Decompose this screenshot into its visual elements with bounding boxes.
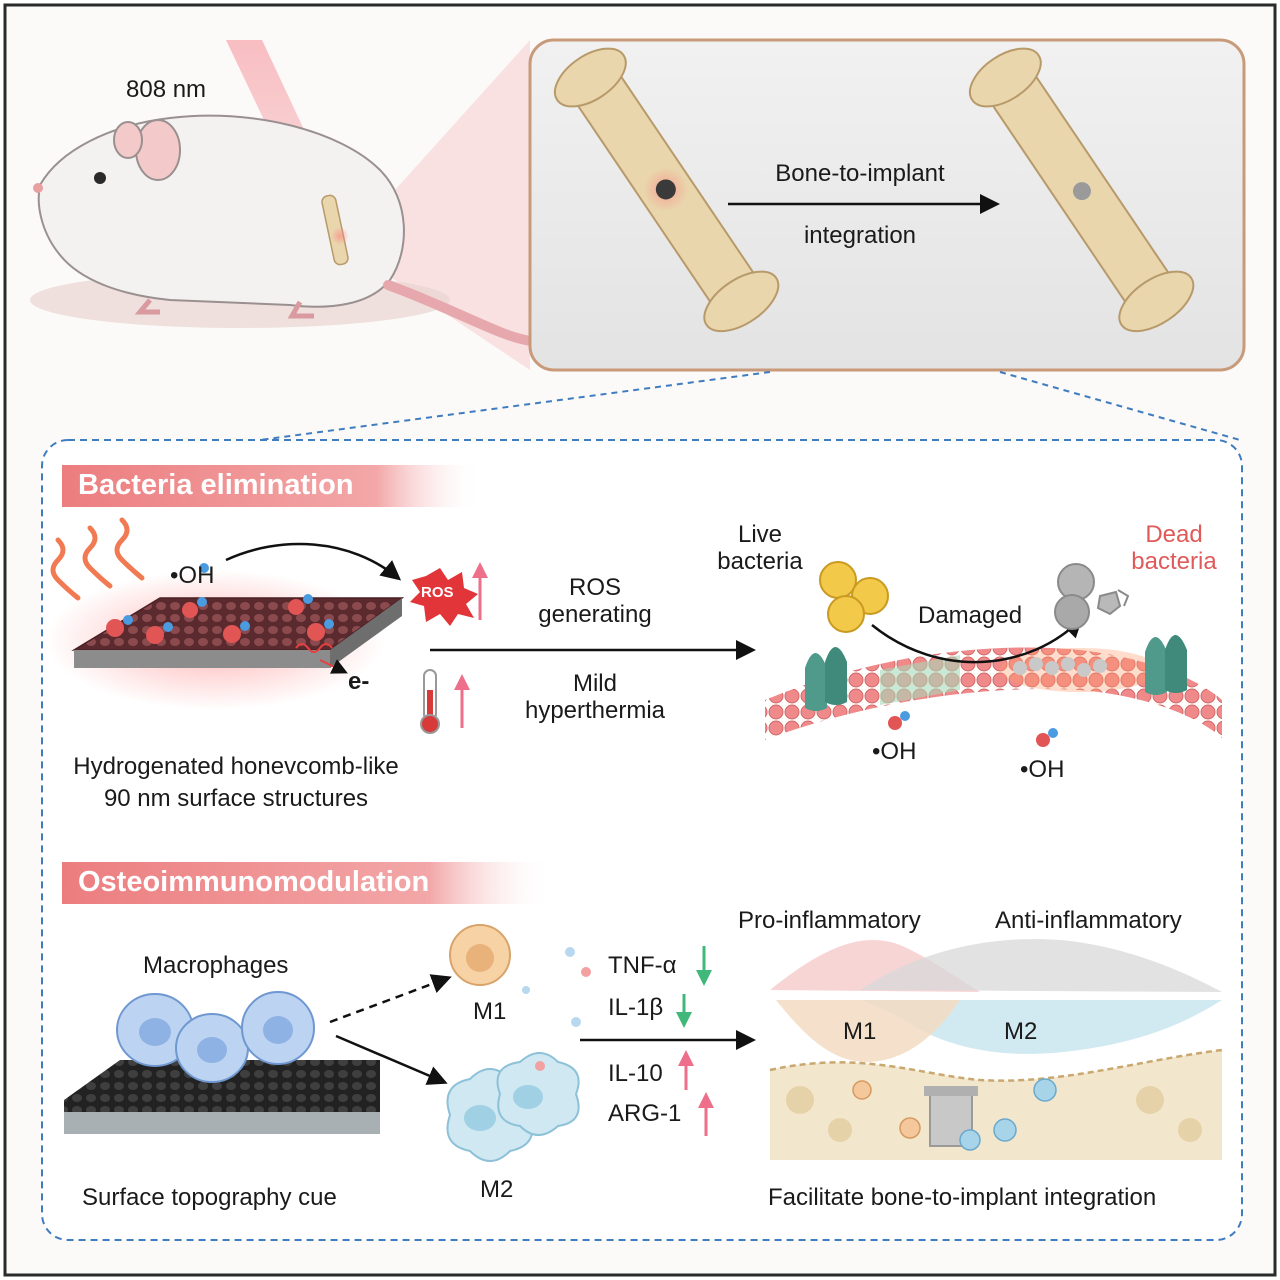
cytokine-il1b: IL-1β — [608, 994, 664, 1021]
m1-macrophage — [449, 924, 591, 1027]
dead-bacteria-line1: Dead — [1145, 521, 1203, 548]
oh-to-ros-arrow — [225, 542, 402, 581]
ros-up-arrow — [472, 562, 488, 620]
dead-bacteria-cluster — [1054, 563, 1130, 630]
ros-badge-label: ROS — [421, 584, 454, 601]
membrane-oh-label-2: •OH — [1020, 756, 1065, 783]
m2-macrophage — [446, 1052, 580, 1162]
m1-label: M1 — [473, 998, 507, 1025]
surface-caption-line2: 90 nm surface structures — [103, 785, 369, 812]
pro-inflammatory-label: Pro-inflammatory — [738, 907, 921, 934]
nir-wave-arrows — [50, 517, 145, 601]
ros-burst — [410, 568, 478, 626]
cytokine-arg1: ARG-1 — [608, 1100, 682, 1127]
live-bacteria-cluster — [819, 561, 889, 633]
macrophages-label: Macrophages — [143, 952, 289, 979]
hydrogenated-surface — [45, 570, 405, 710]
thermometer-icon — [420, 669, 440, 734]
damaged-arrow — [871, 617, 1083, 664]
live-bacteria-line2: bacteria — [717, 548, 803, 575]
tnf-down-arrow — [696, 946, 712, 986]
bacteria-banner-bg — [62, 465, 482, 507]
oh-molecule — [199, 563, 209, 573]
mild-hyperthermia-line2: hyperthermia — [524, 697, 666, 724]
osteoimmunomodulation-banner: Osteoimmunomodulation — [78, 866, 430, 898]
mild-hyperthermia-line1: Mild — [572, 670, 617, 697]
heat-up-arrow — [454, 674, 470, 728]
bacterial-membrane — [765, 635, 1222, 747]
laser-wavelength-label: 808 nm — [126, 76, 207, 103]
m2-arrow — [335, 1034, 448, 1085]
m2-label: M2 — [480, 1176, 514, 1203]
anti-inflammatory-label: Anti-inflammatory — [995, 907, 1182, 934]
osteo-banner-bg — [62, 862, 552, 904]
bacteria-elimination-banner: Bacteria elimination — [78, 469, 354, 501]
dead-bacteria-line2: bacteria — [1131, 548, 1217, 575]
graph-m2-label: M2 — [1004, 1018, 1038, 1045]
final-caption: Facilitate bone-to-implant integration — [768, 1184, 1157, 1211]
macrophage-surface — [64, 991, 380, 1134]
magnification-cone — [350, 40, 530, 370]
bone-integrated — [968, 47, 1195, 333]
surface-caption-line1: Hydrogenated honevcomb-like — [73, 753, 399, 780]
bone-with-defect — [553, 47, 780, 333]
oh-radical-label: •OH — [170, 562, 215, 589]
live-bacteria-line1: Live — [737, 521, 783, 548]
cytokine-il10: IL-10 — [608, 1060, 663, 1087]
inflammation-curves — [770, 939, 1222, 1063]
damaged-label: Damaged — [918, 602, 1023, 629]
il1b-down-arrow — [676, 994, 692, 1028]
ros-generating-line1: ROS — [568, 574, 621, 601]
il10-up-arrow — [678, 1050, 694, 1090]
zoom-line-right — [999, 371, 1241, 441]
m1-arrow — [329, 974, 452, 1024]
cytokine-tnf: TNF-α — [608, 952, 677, 979]
ros-generating-line2: generating — [538, 601, 652, 628]
membrane-oh-label-1: •OH — [872, 738, 917, 765]
arg1-up-arrow — [698, 1092, 714, 1136]
bone-integration-illustration — [769, 1048, 1223, 1160]
integration-label-line2: integration — [803, 222, 917, 249]
surface-topography-caption: Surface topography cue — [82, 1184, 337, 1211]
electron-label: e- — [348, 668, 370, 695]
zoom-line-left — [259, 371, 771, 441]
integration-label-line1: Bone-to-implant — [775, 160, 945, 187]
graph-m1-label: M1 — [843, 1018, 877, 1045]
mouse-illustration — [33, 114, 565, 347]
